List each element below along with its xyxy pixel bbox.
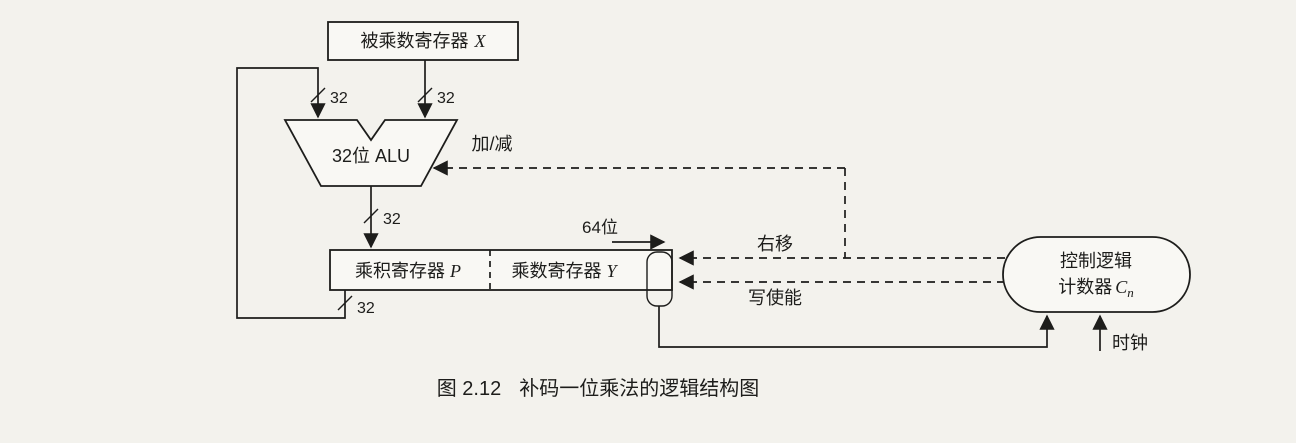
register-width-label: 64位 bbox=[582, 218, 618, 237]
bus-slash-feedback bbox=[337, 295, 353, 311]
bus-slash-alu-right bbox=[417, 87, 433, 103]
alu-shape bbox=[283, 119, 459, 187]
multiplicand-register-box bbox=[327, 21, 519, 61]
bus-slash-alu-left bbox=[310, 87, 326, 103]
bus-width-alu-left: 32 bbox=[330, 90, 348, 107]
bus-width-feedback: 32 bbox=[357, 300, 375, 317]
control-logic-oval bbox=[1002, 236, 1191, 313]
bus-width-alu-right: 32 bbox=[437, 90, 455, 107]
control-logic-line1: 控制逻辑 bbox=[1060, 251, 1132, 271]
low-bit-to-control-wire bbox=[658, 306, 1055, 348]
feedback-loop-wire bbox=[236, 67, 346, 319]
write-enable-label: 写使能 bbox=[748, 288, 802, 308]
add-subtract-label: 加/减 bbox=[471, 134, 512, 154]
shift-right-label: 右移 bbox=[757, 234, 793, 254]
alu-label: 32位 ALU bbox=[332, 146, 410, 166]
clock-label: 时钟 bbox=[1112, 333, 1148, 353]
bus-width-alu-output: 32 bbox=[383, 211, 401, 228]
